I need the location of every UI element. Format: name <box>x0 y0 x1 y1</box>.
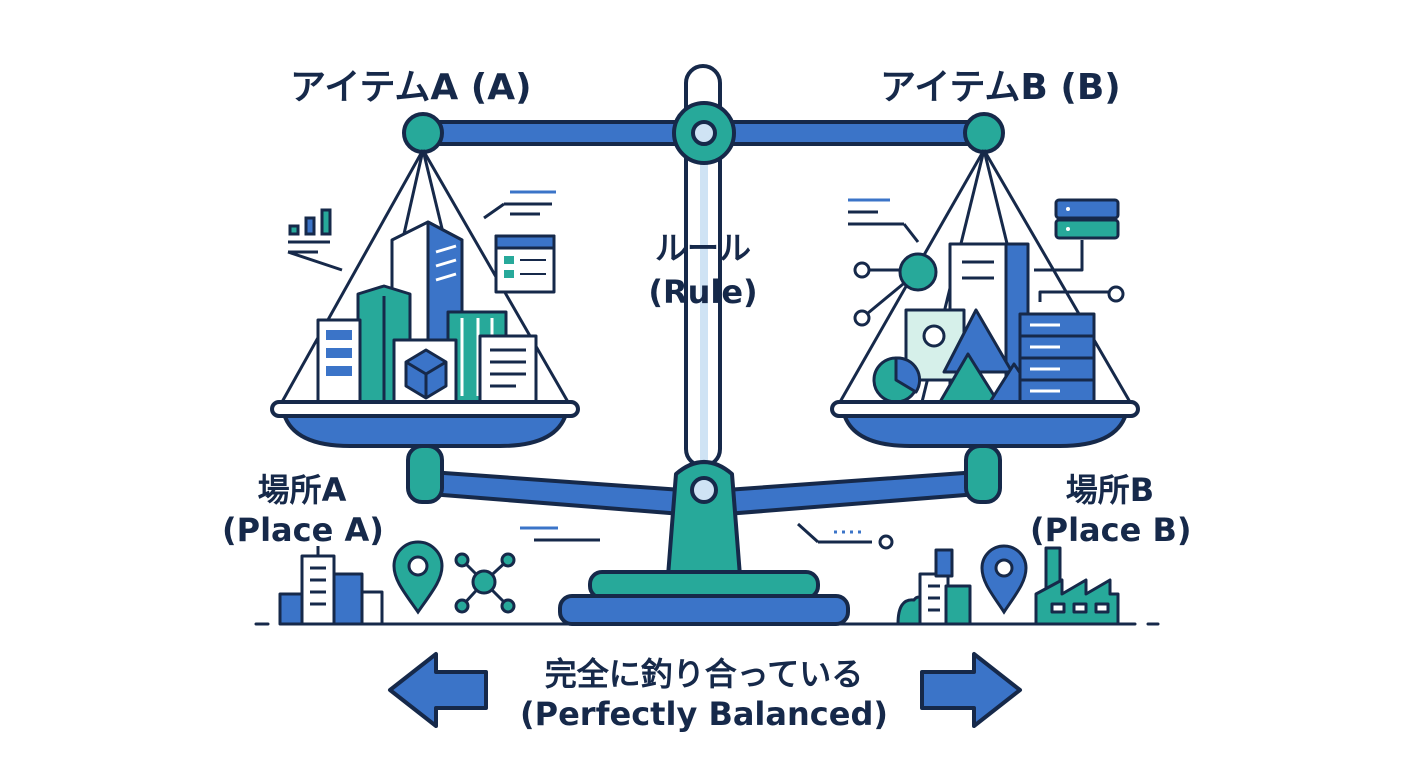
place-b-city <box>896 548 972 626</box>
place-b-label: 場所B (Place B) <box>1030 470 1192 550</box>
rule-label: ルール (Rule) <box>628 226 778 314</box>
balance-status-jp: 完全に釣り合っている <box>544 655 864 693</box>
balance-status-en: (Perfectly Balanced) <box>520 695 888 733</box>
pie-chart-icon <box>872 356 922 404</box>
right-pan-items <box>853 240 1125 404</box>
place-a-label-jp: 場所A <box>257 471 347 509</box>
network-icon <box>454 552 516 614</box>
cube-icon <box>392 338 458 404</box>
factory-icon <box>1034 546 1120 626</box>
network-icon <box>853 252 938 327</box>
map-pin-icon <box>392 540 444 615</box>
arrow-left-icon <box>388 652 488 728</box>
rule-label-en: (Rule) <box>648 273 758 311</box>
place-b-label-jp: 場所B <box>1065 471 1155 509</box>
map-pin-icon <box>980 544 1028 615</box>
place-a-label-en: (Place A) <box>222 511 384 549</box>
scale-base <box>558 460 850 626</box>
right-pan <box>830 400 1140 448</box>
scale-beam <box>402 101 1005 165</box>
document-icon <box>478 334 538 404</box>
arrow-right-icon <box>920 652 1022 728</box>
left-floating-chart <box>287 190 556 272</box>
left-pan-items <box>316 220 556 404</box>
left-pan <box>270 400 580 448</box>
right-floating-server <box>848 198 1120 243</box>
place-a-city <box>278 546 384 626</box>
decorative-dashes <box>520 522 894 550</box>
rule-label-jp: ルール <box>654 229 751 267</box>
place-b-label-en: (Place B) <box>1030 511 1192 549</box>
place-a-label: 場所A (Place A) <box>222 470 384 550</box>
item-b-title: アイテムB (B) <box>880 67 1121 108</box>
balance-status: 完全に釣り合っている (Perfectly Balanced) <box>494 654 914 734</box>
item-a-title: アイテムA (A) <box>290 67 532 108</box>
